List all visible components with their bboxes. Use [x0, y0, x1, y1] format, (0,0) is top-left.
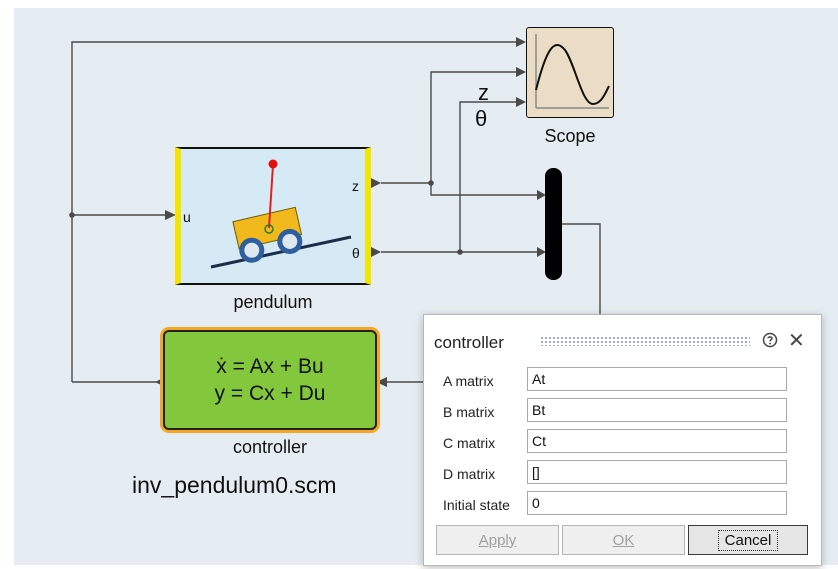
pendulum-label: pendulum: [233, 292, 313, 312]
wire-z-out: [381, 182, 537, 196]
junction-dot: [457, 249, 463, 255]
param-row-b-matrix: B matrix: [424, 398, 823, 426]
param-label: Initial state: [443, 497, 510, 513]
param-row-a-matrix: A matrix: [424, 367, 823, 395]
arrow-mux-in2: [537, 247, 546, 257]
param-label: D matrix: [443, 466, 496, 482]
param-row-d-matrix: D matrix: [424, 460, 823, 488]
param-label: A matrix: [443, 373, 494, 389]
junction-dot: [69, 212, 75, 218]
arrow-mux-in1: [537, 190, 546, 200]
scope-block[interactable]: [526, 27, 614, 118]
param-label: C matrix: [443, 435, 496, 451]
arrow-scope-in2: [516, 67, 526, 77]
mux-block[interactable]: [545, 168, 562, 280]
wire-theta-to-scope: [459, 101, 516, 252]
pendulum-input-label: u: [183, 209, 191, 225]
pendulum-output-z-label: z: [352, 178, 359, 194]
sine-wave-icon: [535, 34, 610, 109]
a-matrix-input[interactable]: [527, 367, 787, 391]
cart-pendulum-icon: [210, 159, 352, 269]
ok-button[interactable]: OK: [562, 525, 685, 555]
help-icon[interactable]: [762, 332, 778, 348]
diagram-file-name: inv_pendulum0.scm: [132, 472, 337, 498]
port-theta: [371, 247, 381, 257]
output-equation: y = Cx + Du: [214, 382, 326, 405]
arrow-pendulum-u: [165, 210, 176, 220]
cancel-button[interactable]: Cancel: [688, 525, 808, 555]
pendulum-block[interactable]: u z θ: [175, 147, 371, 285]
controller-block[interactable]: ẋ = Ax + Bu y = Cx + Du: [163, 330, 377, 430]
arrow-controller-out: [155, 377, 165, 387]
initial-state-input[interactable]: [527, 491, 787, 515]
close-icon[interactable]: ✕: [788, 330, 805, 352]
c-matrix-input[interactable]: [527, 429, 787, 453]
controller-label: controller: [232, 437, 308, 457]
b-matrix-input[interactable]: [527, 398, 787, 422]
signal-label-theta: θ: [475, 106, 488, 131]
d-matrix-input[interactable]: [527, 460, 787, 484]
pendulum-output-theta-label: θ: [352, 245, 360, 261]
dialog-title: controller: [434, 333, 504, 352]
state-equation: ẋ = Ax + Bu: [216, 355, 324, 378]
param-label: B matrix: [443, 404, 495, 420]
param-row-c-matrix: C matrix: [424, 429, 823, 457]
port-z: [371, 178, 381, 188]
controller-parameter-dialog[interactable]: controller ✕ A matrix B matrix C matrix …: [423, 314, 822, 566]
scope-label: Scope: [544, 126, 596, 146]
drag-handle[interactable]: [540, 336, 750, 346]
junction-dot: [428, 180, 434, 186]
wire-u-to-scope: [71, 41, 516, 382]
apply-button[interactable]: Apply: [436, 525, 559, 555]
param-row-initial-state: Initial state: [424, 491, 823, 519]
signal-label-z: z: [478, 80, 489, 105]
arrow-controller-in: [376, 377, 387, 387]
arrow-scope-in1: [516, 37, 526, 47]
arrow-scope-in3: [516, 97, 526, 107]
wire-z-to-scope: [430, 71, 516, 183]
